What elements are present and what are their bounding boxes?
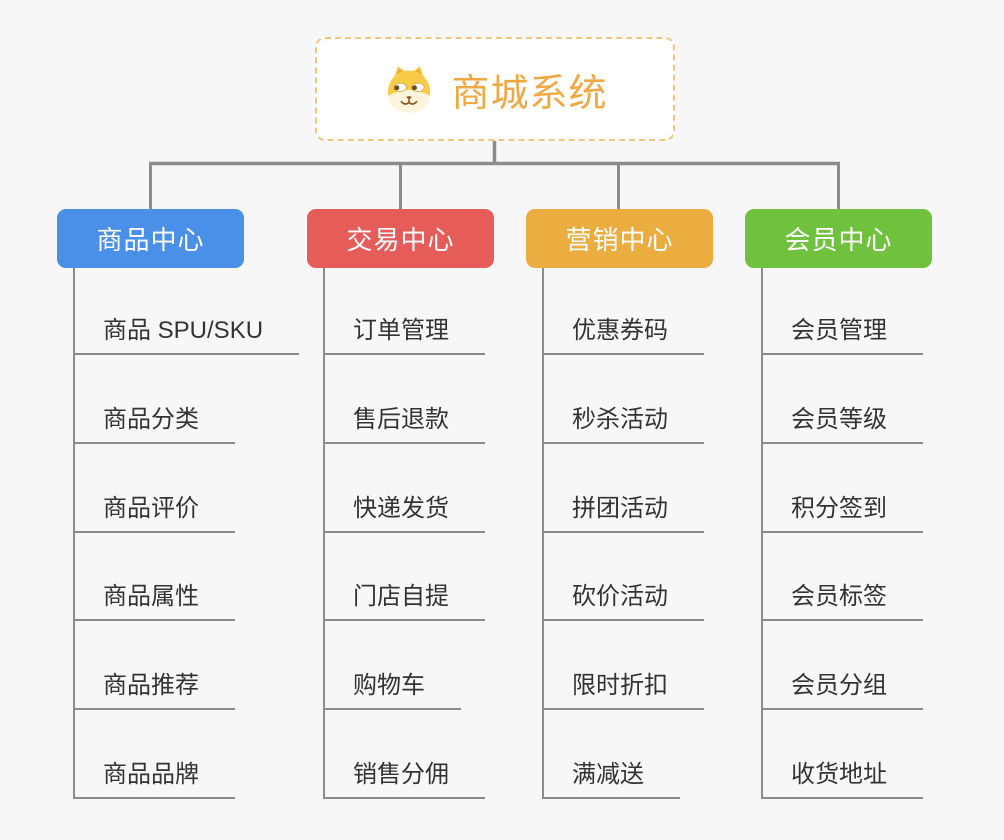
root-topic[interactable]: 商城系统 (315, 37, 675, 141)
dog-face-icon (382, 62, 436, 116)
branch-column-3: 营销中心 优惠券码秒杀活动拼团活动砍价活动限时折扣满减送 (526, 209, 713, 809)
leaf-topic[interactable]: 会员等级 (761, 404, 923, 444)
leaf-topic[interactable]: 商品 SPU/SKU (73, 315, 300, 355)
branch-trunk-line (542, 268, 544, 799)
leaf-topic[interactable]: 会员标签 (761, 581, 923, 622)
leaf-topic[interactable]: 限时折扣 (542, 670, 704, 711)
leaf-topic[interactable]: 购物车 (323, 670, 461, 711)
branch-topic-1[interactable]: 商品中心 (57, 209, 244, 268)
leaf-topic[interactable]: 商品属性 (73, 581, 235, 622)
leaf-topic[interactable]: 门店自提 (323, 581, 485, 622)
branch-column-2: 交易中心 订单管理售后退款快递发货门店自提购物车销售分佣 (307, 209, 494, 809)
leaf-topic[interactable]: 满减送 (542, 759, 680, 799)
branch-trunk-line (323, 268, 325, 799)
leaf-topic[interactable]: 优惠券码 (542, 315, 704, 355)
leaf-topic[interactable]: 售后退款 (323, 404, 485, 444)
leaf-topic[interactable]: 商品分类 (73, 404, 235, 444)
branch-trunk-line (761, 268, 763, 799)
leaf-topic[interactable]: 商品品牌 (73, 759, 235, 799)
leaf-topic[interactable]: 秒杀活动 (542, 404, 704, 444)
branch-column-4: 会员中心 会员管理会员等级积分签到会员标签会员分组收货地址 (745, 209, 932, 809)
leaf-topic[interactable]: 销售分佣 (323, 759, 485, 799)
leaf-topic[interactable]: 会员分组 (761, 670, 923, 711)
leaf-topic[interactable]: 商品推荐 (73, 670, 235, 711)
leaf-topic[interactable]: 拼团活动 (542, 493, 704, 533)
branch-topic-3[interactable]: 营销中心 (526, 209, 713, 268)
branch-topic-4[interactable]: 会员中心 (745, 209, 932, 268)
leaf-topic[interactable]: 快递发货 (323, 493, 485, 533)
leaf-topic[interactable]: 订单管理 (323, 315, 485, 355)
leaf-topic[interactable]: 砍价活动 (542, 581, 704, 622)
root-topic-label: 商城系统 (451, 72, 608, 115)
leaf-topic[interactable]: 积分签到 (761, 493, 923, 533)
branch-topic-2[interactable]: 交易中心 (307, 209, 494, 268)
branch-column-1: 商品中心 商品 SPU/SKU 商品分类商品评价商品属性商品推荐商品品牌 (57, 209, 300, 809)
branch-trunk-line (73, 268, 75, 799)
leaf-topic[interactable]: 商品评价 (73, 493, 235, 533)
leaf-topic[interactable]: 收货地址 (761, 759, 923, 799)
leaf-topic[interactable]: 会员管理 (761, 315, 923, 355)
